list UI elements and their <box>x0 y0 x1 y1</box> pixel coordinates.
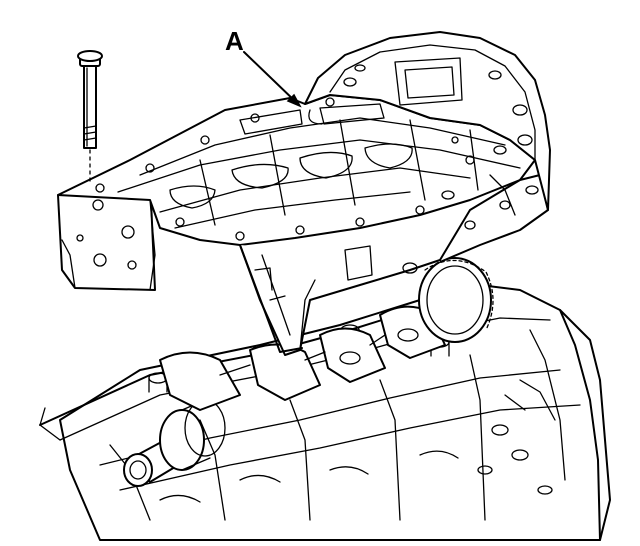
engine-block <box>39 284 611 541</box>
callout-a: A <box>225 26 302 108</box>
lower-crankcase <box>57 31 551 356</box>
callout-a-arrowhead <box>286 93 302 108</box>
callout-a-label: A <box>225 26 244 56</box>
crankshaft <box>123 305 446 487</box>
bolt <box>77 50 103 186</box>
flywheel <box>418 257 494 343</box>
